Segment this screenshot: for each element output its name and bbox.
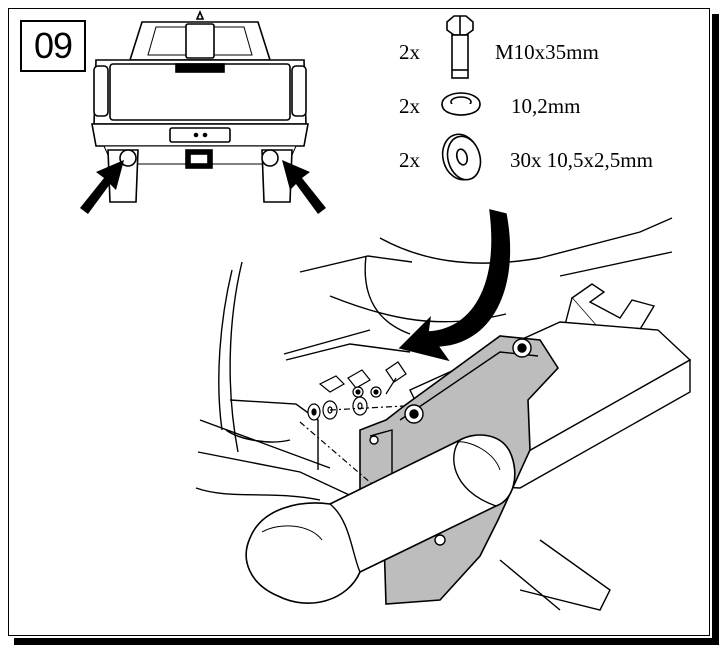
curved-direction-arrow (398, 209, 511, 362)
part-2-spec: 10,2mm (511, 94, 581, 118)
part-2-quantity: 2x (399, 94, 420, 118)
flat-washer-icon (441, 133, 482, 181)
location-arrows (80, 160, 326, 214)
truck-rear-view (91, 9, 309, 203)
exhaust-pipe (245, 434, 516, 604)
lock-washer-icon (441, 92, 481, 116)
step-number: 09 (20, 20, 86, 72)
bolt-icon (446, 15, 474, 79)
frame-detail-illustration (195, 209, 692, 611)
part-1-quantity: 2x (399, 40, 420, 64)
part-3-quantity: 2x (399, 148, 420, 172)
part-1-spec: M10x35mm (495, 40, 599, 64)
frame-shadow-bottom (14, 638, 719, 645)
part-3-spec: 30x 10,5x2,5mm (510, 148, 653, 172)
frame-shadow-right (712, 14, 719, 644)
hardware-exploded (299, 361, 407, 485)
